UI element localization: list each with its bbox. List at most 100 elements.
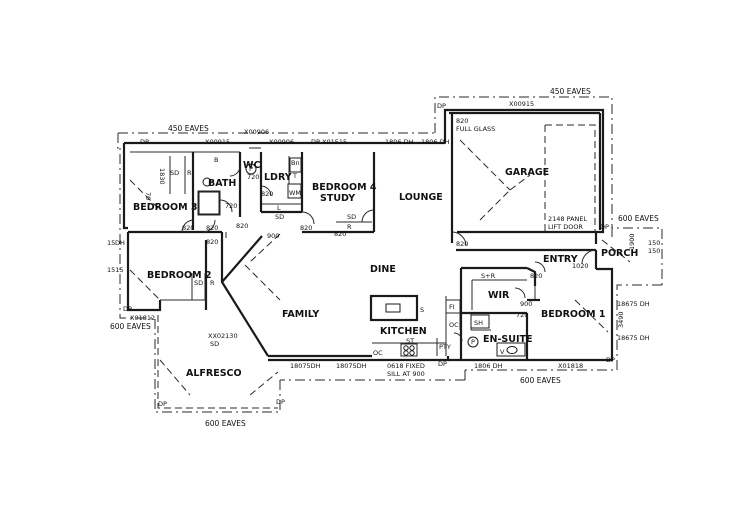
dp-label: DP: [606, 356, 615, 364]
room-study: STUDY: [320, 193, 355, 204]
door-size: 720: [247, 173, 259, 181]
eaves-label: 450 EAVES: [550, 87, 591, 96]
room-porch: PORCH: [601, 248, 638, 259]
room-labels: BEDROOM 3 BATH WC LDRY BEDROOM 4 STUDY L…: [133, 160, 638, 379]
fitting-label: T: [292, 172, 297, 180]
fitting-label: PTY: [439, 343, 451, 351]
toilet-icon: [245, 163, 257, 175]
window-label: X00906: [269, 138, 294, 146]
fitting-label: B: [214, 156, 218, 164]
eaves-label: 600 EAVES: [618, 214, 659, 223]
shower-icon: [470, 314, 490, 329]
window-label: X01818: [558, 362, 583, 370]
fitting-label: SD: [194, 279, 203, 287]
door-size: 820: [206, 224, 218, 232]
eaves-label: 450 EAVES: [168, 124, 209, 133]
fitting-label: P: [471, 338, 475, 346]
door-size: 820: [236, 222, 248, 230]
fitting-label: S: [420, 306, 424, 314]
room-dine: DINE: [370, 264, 396, 275]
fitting-label: SD: [170, 169, 179, 177]
room-ldry: LDRY: [264, 172, 292, 183]
door-size: 720: [516, 311, 528, 319]
room-bedroom1: BEDROOM 1: [541, 309, 605, 320]
plan-annotations: 450 EAVES 450 EAVES 600 EAVES 600 EAVES …: [107, 87, 660, 428]
bedroom-dim: 3490: [617, 311, 625, 328]
eaves-outline: [115, 96, 663, 413]
room-bedroom2: BEDROOM 2: [147, 270, 211, 281]
roof-dashes: [129, 179, 631, 396]
room-bedroom4: BEDROOM 4: [312, 182, 377, 193]
fitting-label: 1830: [158, 168, 166, 185]
dp-label: DP: [600, 223, 609, 231]
window-label: 18675 DH: [617, 334, 650, 342]
room-wir: WIR: [488, 290, 510, 301]
window-label: X00915: [205, 138, 230, 146]
fitting-label: SD: [275, 213, 284, 221]
exterior-walls: [122, 108, 614, 362]
room-wc: WC: [243, 160, 260, 171]
vanity-icon: [506, 346, 518, 354]
door-size: 900: [520, 300, 532, 308]
toilet-icon: [467, 336, 479, 348]
window-label: X01812: [130, 314, 155, 322]
window-label: 18675 DH: [617, 300, 650, 308]
room-garage: GARAGE: [505, 167, 549, 178]
fitting-label: SH: [474, 319, 483, 327]
door-size: 820: [261, 190, 273, 198]
window-label: 820: [456, 117, 468, 125]
room-lounge: LOUNGE: [399, 192, 443, 203]
door-size: 820: [530, 272, 542, 280]
eaves-label: 600 EAVES: [110, 322, 151, 331]
fitting-label: SD: [347, 213, 356, 221]
room-alfresco: ALFRESCO: [186, 368, 242, 379]
sink-icon: [202, 177, 212, 187]
window-label: 1515: [107, 266, 124, 274]
garage-door-label: 2148 PANEL: [548, 215, 588, 223]
fitting-label: Bn: [291, 159, 300, 167]
dp-label: DP: [311, 138, 320, 146]
door-size: 820: [456, 240, 468, 248]
window-label: XX02130: [208, 332, 238, 340]
room-entry: ENTRY: [543, 254, 578, 265]
fitting-label: OC: [373, 349, 383, 357]
dp-label: DP: [438, 360, 447, 368]
fitting-label: S+R: [481, 272, 496, 280]
window-label: X00915: [509, 100, 534, 108]
window-label: 1806 DH: [474, 362, 503, 370]
room-kitchen: KITCHEN: [380, 326, 427, 337]
window-label: SILL AT 900: [387, 370, 425, 378]
window-label: X01515: [322, 138, 347, 146]
dp-label: DP: [140, 138, 149, 146]
room-ensuite: EN-SUITE: [483, 334, 532, 345]
fitting-label: FI: [449, 303, 455, 311]
room-bedroom3: BEDROOM 3: [133, 202, 197, 213]
window-label: 18075DH: [336, 362, 367, 370]
garage-door-outline: [459, 124, 596, 232]
eaves-label: 600 EAVES: [520, 376, 561, 385]
fitting-label: R: [187, 169, 192, 177]
fitting-label: WM: [289, 189, 301, 197]
window-label: SD: [210, 340, 219, 348]
fitting-label: ST: [406, 337, 414, 345]
fitting-label: V: [500, 348, 505, 356]
door-size: 820: [206, 238, 218, 246]
room-bath: BATH: [208, 178, 236, 189]
window-label: 1806 DH: [385, 138, 414, 146]
bath-icon: [198, 191, 220, 215]
fitting-label: R: [347, 223, 352, 231]
door-size: 820: [300, 224, 312, 232]
door-size: 820: [334, 230, 346, 238]
window-label: DH: [115, 239, 125, 247]
eaves-label: 600 EAVES: [205, 419, 246, 428]
window-label: X00906: [244, 128, 269, 136]
door-size: 720: [225, 202, 237, 210]
fitting-label: P: [249, 165, 253, 173]
interior-walls: [130, 147, 540, 360]
dp-label: DP: [158, 400, 167, 408]
room-family: FAMILY: [282, 309, 319, 320]
window-label: 18075DH: [290, 362, 321, 370]
door-swings: [181, 165, 597, 342]
cooktop-icon: [403, 345, 415, 356]
